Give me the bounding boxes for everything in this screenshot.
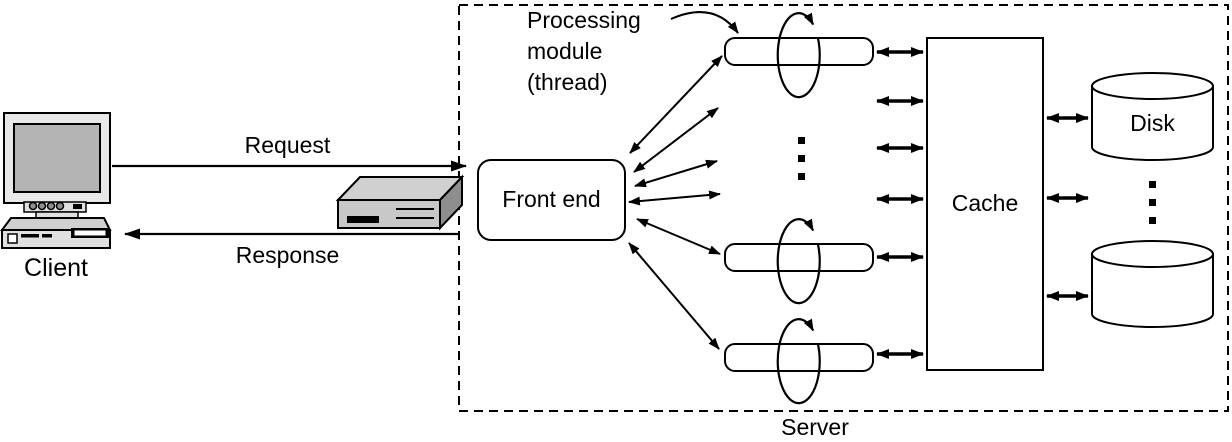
front-end-arrow-5 <box>636 218 721 255</box>
stand-knob-icon <box>28 201 38 211</box>
thread-loop-arrow-icon <box>776 218 821 305</box>
client-computer-icon <box>0 112 112 249</box>
thread-2 <box>724 218 874 305</box>
request-label: Request <box>244 132 331 158</box>
power-button-icon <box>7 233 18 244</box>
thread-3 <box>724 318 874 405</box>
network-device-icon <box>335 174 465 231</box>
disk-top-ellipse <box>1091 240 1214 268</box>
thread-loop-arrow-icon <box>776 12 821 99</box>
front-end-thread-arrows <box>628 55 723 350</box>
front-end-arrow-4 <box>628 190 721 206</box>
disk-drive-slot-inner <box>74 230 106 236</box>
front-end-arrow-6 <box>628 242 720 350</box>
processing-module-label: Processing module (thread) <box>527 7 641 95</box>
disk-top-icon <box>1091 72 1214 161</box>
cache-box <box>926 37 1044 371</box>
case-vent <box>21 234 39 238</box>
monitor-screen <box>13 123 101 193</box>
thread-box-1 <box>724 37 874 66</box>
cache-disk-arrows <box>1046 113 1089 301</box>
device-front-face <box>337 199 441 229</box>
server-label: Server <box>781 414 849 440</box>
disk-label: Disk <box>1130 110 1175 136</box>
disk-body <box>1091 85 1214 161</box>
thread-ellipsis-dots <box>798 137 805 180</box>
client-label: Client <box>24 254 88 282</box>
dot <box>1149 217 1156 224</box>
response-label: Response <box>235 242 340 268</box>
stand-knob-icon <box>55 201 65 211</box>
disk-bottom-icon <box>1091 240 1214 328</box>
stand-knob-icon <box>46 201 56 211</box>
case-vent <box>42 234 52 238</box>
thread-box-2 <box>724 243 874 272</box>
processing-module-annotation-arrow <box>670 11 739 34</box>
disk-ellipsis-dots <box>1149 181 1156 224</box>
thread-box-3 <box>724 343 874 372</box>
stand-port <box>73 204 82 209</box>
thread-loop-arrow-icon <box>776 318 821 405</box>
dot <box>1149 181 1156 188</box>
dot <box>798 155 805 162</box>
front-end-arrow-2 <box>633 107 719 173</box>
front-end-box <box>477 159 626 241</box>
dot <box>1149 199 1156 206</box>
stand-knob-icon <box>37 201 47 211</box>
dot <box>798 137 805 144</box>
thread-1 <box>724 12 874 99</box>
disk-body <box>1091 253 1214 328</box>
dot <box>798 173 805 180</box>
device-slot <box>347 216 379 223</box>
front-end-arrow-3 <box>634 159 718 188</box>
front-end-label: Front end <box>502 186 601 213</box>
thread-cache-arrows <box>876 47 924 359</box>
disk-top-ellipse <box>1091 72 1214 100</box>
cache-label: Cache <box>951 190 1019 217</box>
